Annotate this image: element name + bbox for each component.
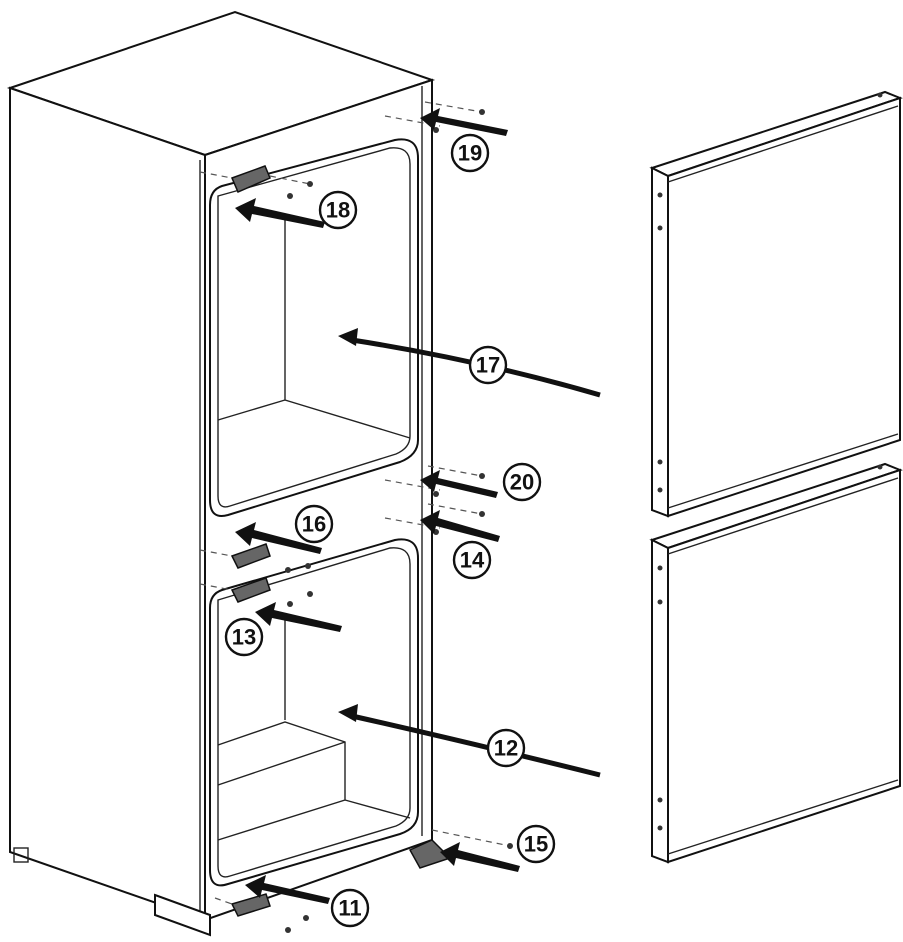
callout-11: 11 (330, 888, 370, 928)
arrow-18 (235, 198, 325, 228)
right-bottom-hinge (408, 829, 513, 869)
hinges (199, 165, 513, 933)
callout-16-label: 16 (302, 512, 326, 537)
arrow-13 (255, 602, 342, 632)
callout-12-label: 12 (494, 736, 518, 761)
callout-18-label: 18 (326, 198, 350, 223)
callout-17: 17 (468, 345, 508, 385)
arrow-15 (440, 842, 520, 872)
bottom-hinge (214, 893, 309, 933)
arrow-16 (235, 522, 322, 554)
lower-door (649, 462, 903, 864)
callout-14: 14 (452, 540, 492, 580)
callout-11-label: 11 (338, 896, 361, 921)
top-hinge (199, 165, 313, 199)
callout-16: 16 (294, 504, 334, 544)
lower-compartment (209, 538, 419, 887)
callouts: 19 18 17 20 16 14 13 12 (224, 133, 556, 928)
upper-door (649, 90, 903, 518)
middle-hinge-upper (199, 543, 311, 573)
callout-20: 20 (502, 462, 542, 502)
arrow-11 (245, 875, 330, 904)
middle-hinge-lower (199, 577, 313, 607)
arrow-20 (420, 470, 498, 498)
callout-20-label: 20 (510, 470, 534, 495)
callout-13-label: 13 (232, 625, 256, 650)
upper-compartment (209, 138, 419, 517)
callout-18: 18 (318, 190, 358, 230)
callout-15: 15 (516, 824, 556, 864)
arrow-14 (420, 510, 500, 542)
callout-14-label: 14 (460, 548, 485, 573)
arrow-19 (420, 108, 508, 136)
fridge-cabinet (6, 10, 436, 937)
callout-13: 13 (224, 617, 264, 657)
callout-19: 19 (450, 133, 490, 173)
callout-19-label: 19 (458, 141, 482, 166)
callout-17-label: 17 (476, 353, 500, 378)
arrow-12 (338, 704, 601, 778)
callout-12: 12 (486, 728, 526, 768)
callout-15-label: 15 (524, 832, 548, 857)
